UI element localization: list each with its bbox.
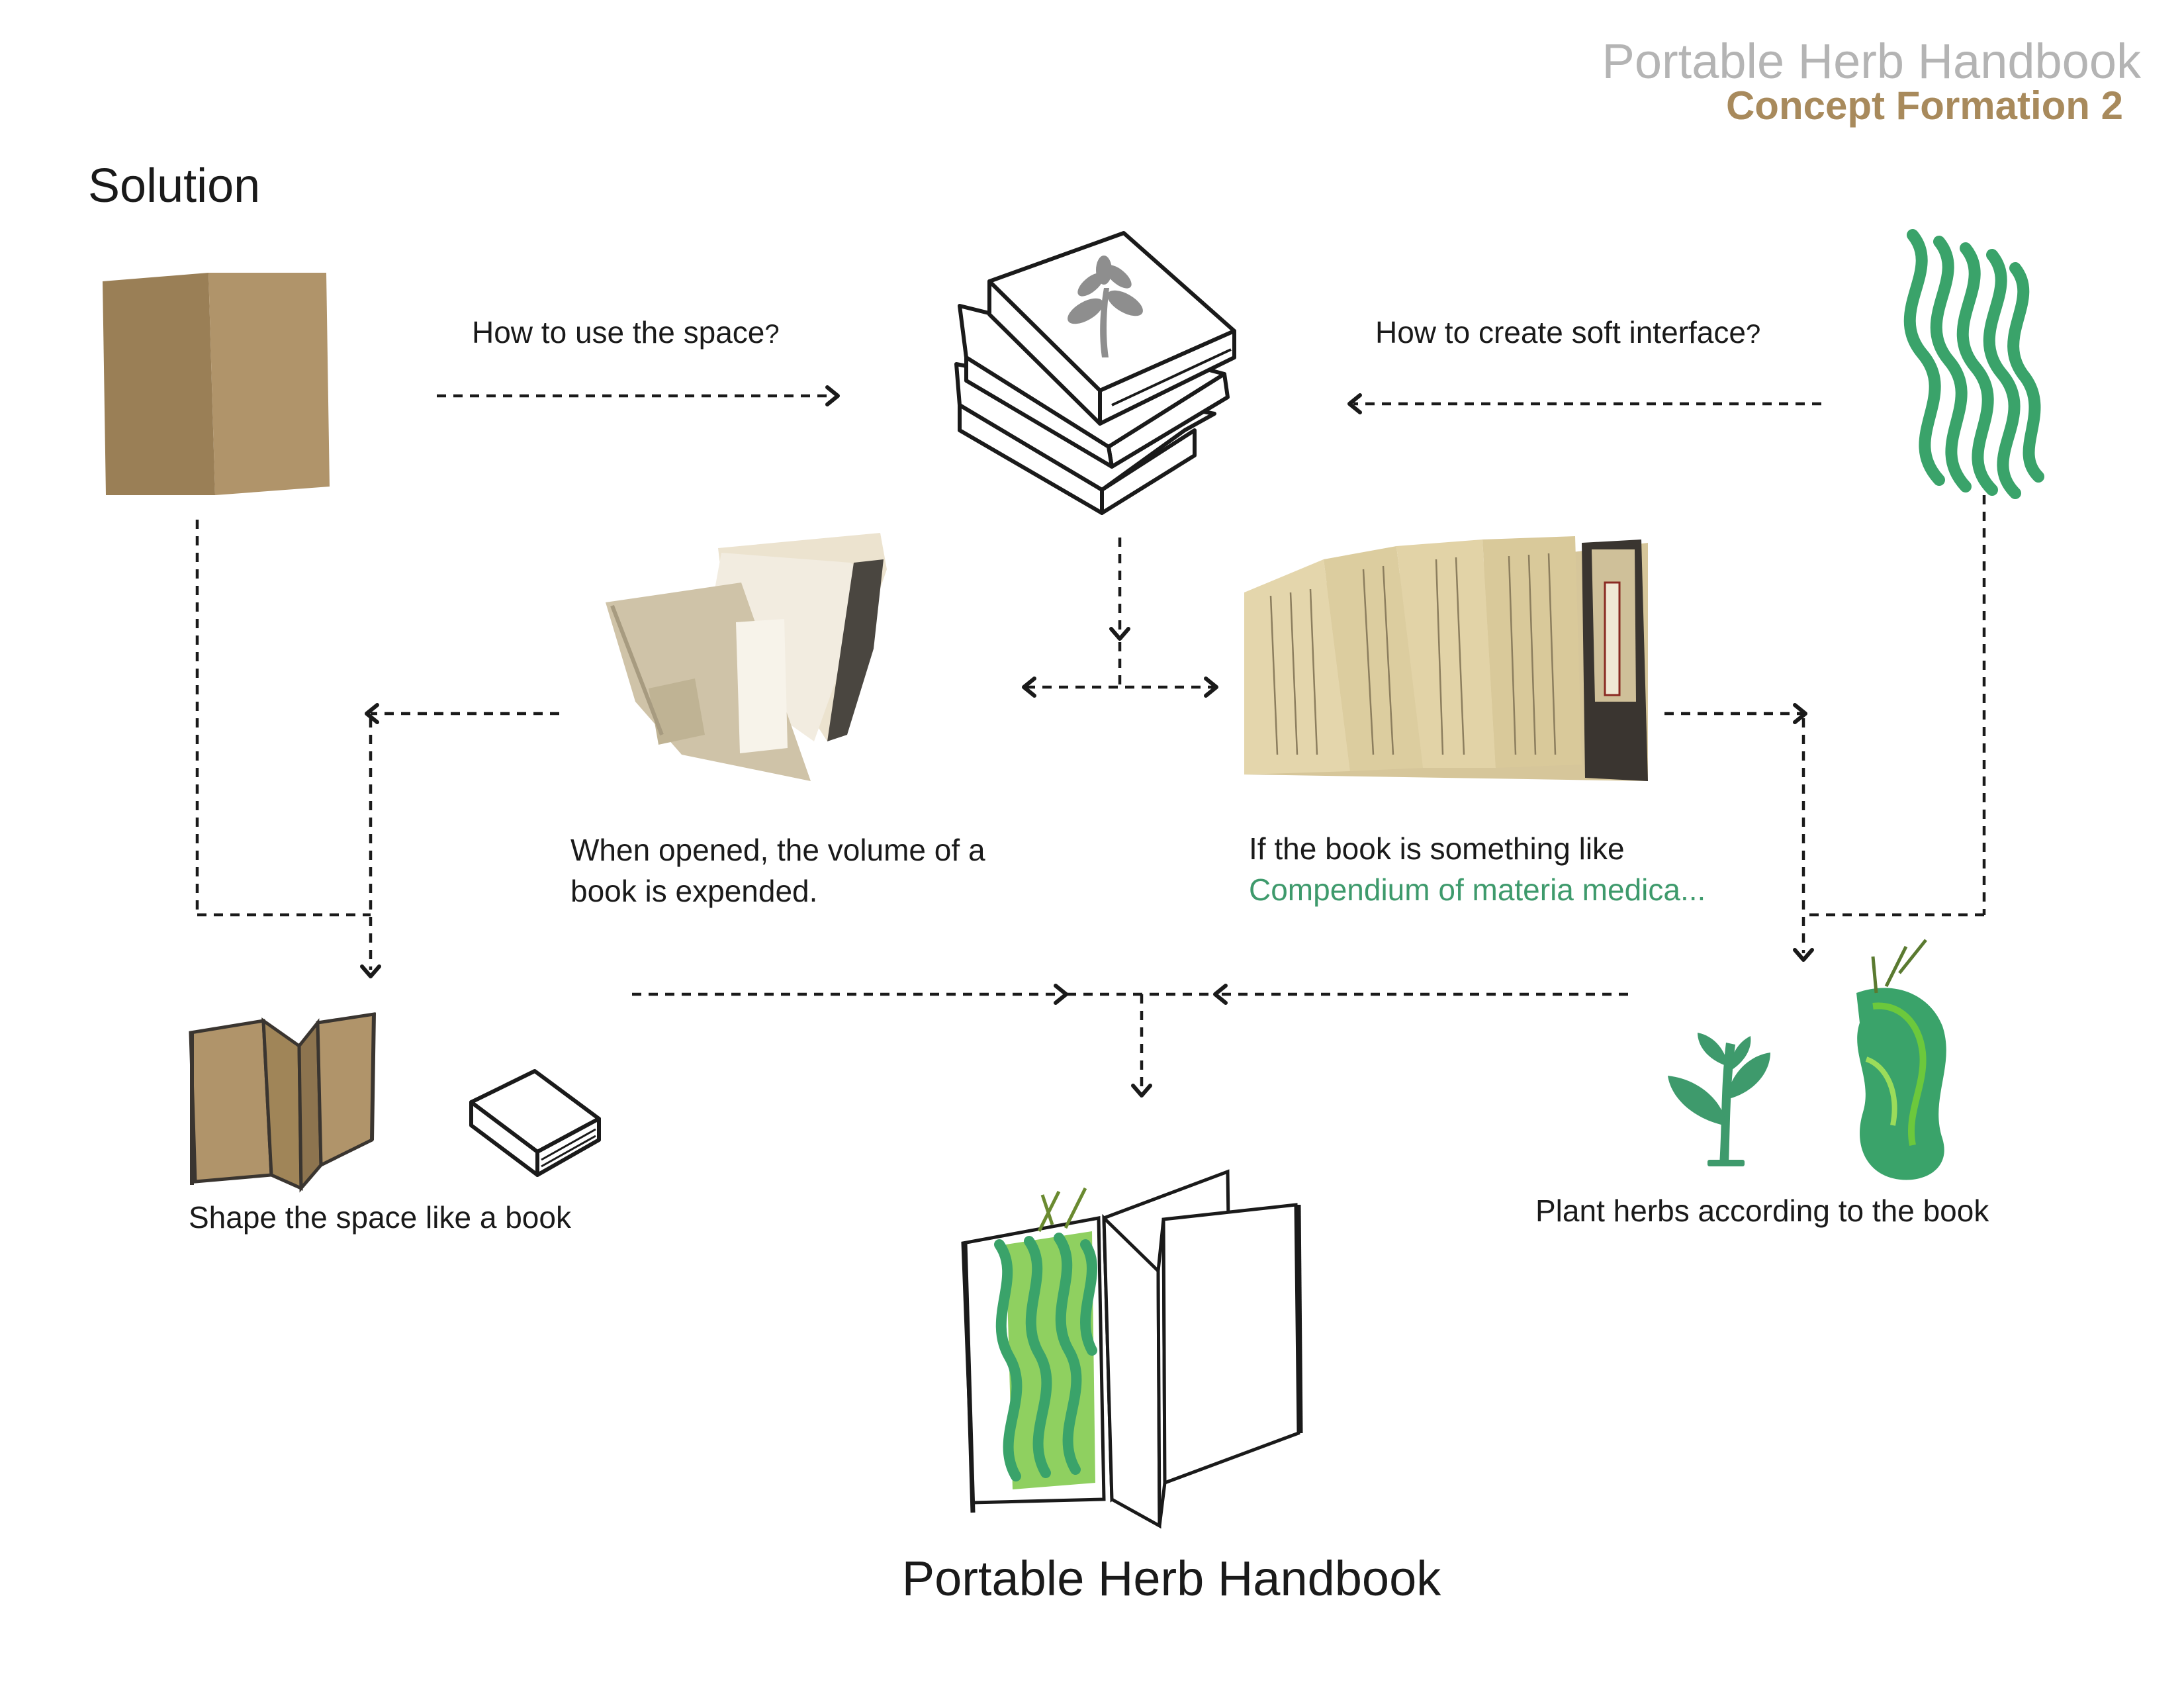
arrow-final-down-head (1131, 1084, 1152, 1098)
caption-opened-line2: book is expended. (570, 874, 817, 908)
question-space: How to use the space? (472, 315, 780, 350)
arrow-compendium-right-head (1793, 703, 1807, 724)
caption-plant: Plant herbs according to the book (1535, 1194, 1989, 1228)
green-waves-icon (1903, 229, 2044, 499)
caption-compendium-line1: If the book is something like (1249, 831, 1625, 866)
cardboard-box-icon (103, 273, 330, 495)
herb-panel-icon (1856, 939, 1946, 1180)
ancient-books-photo (1244, 536, 1648, 781)
herb-handbook-icon (961, 1169, 1303, 1529)
caption-compendium-line2: Compendium of materia medica... (1249, 872, 1706, 907)
final-title: Portable Herb Handbook (902, 1551, 1442, 1606)
header-subtitle: Concept Formation 2 (1726, 83, 2123, 128)
arrow-space-head (825, 385, 840, 406)
arrow-split-left-head (1022, 677, 1036, 698)
arrow-interface-head (1347, 393, 1362, 414)
caption-opened-line1: When opened, the volume of a (570, 833, 985, 867)
arrow-shape-head (360, 964, 381, 978)
section-title: Solution (88, 160, 260, 212)
arrow-stack-down-head (1109, 627, 1130, 641)
folding-book-icon (189, 1012, 376, 1193)
arrow-opened-left-head (365, 703, 379, 724)
arrow-converge-right-head (1213, 984, 1228, 1005)
closed-book-icon (469, 1069, 601, 1177)
book-stack-plant-icon (954, 231, 1236, 515)
caption-shape: Shape the space like a book (189, 1200, 572, 1235)
arrow-plant-head (1793, 948, 1814, 962)
sprout-icon (1668, 1033, 1770, 1166)
arrow-split-right-head (1204, 677, 1218, 698)
opened-old-book-photo (606, 533, 887, 781)
question-interface: How to create soft interface? (1375, 315, 1760, 350)
header-title: Portable Herb Handbook (1602, 34, 2142, 89)
arrow-converge-left-head (1054, 984, 1068, 1005)
